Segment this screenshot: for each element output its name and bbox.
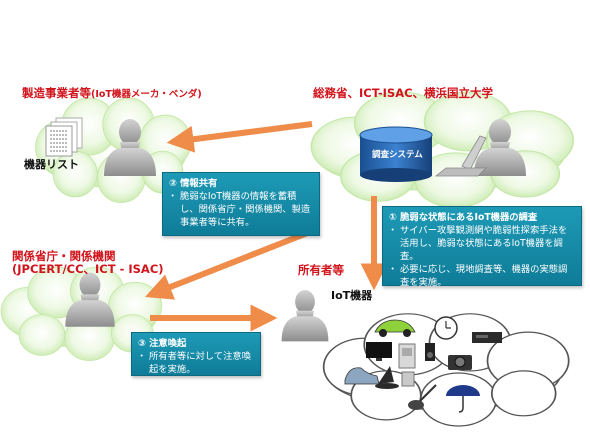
document-stack-icon [45,117,83,157]
step-2-heading: ② 情報共有 [169,178,218,189]
kettle-icon [401,371,415,387]
manufacturers-title: 製造事業者等(IoT機器メーカ・ベンダ) [22,87,202,101]
investigators-cloud [310,91,575,209]
arrow-investigators-to-manufacturers [166,121,313,153]
agencies-title-line2: (JPCERT/CC、ICT - ISAC) [12,262,164,276]
step-2-bullet-1: 脆弱なIoT機器の情報を蓄積し、関係省庁・関係機関、製造事業者等に共有。 [168,190,313,229]
step-2-bullets: 脆弱なIoT機器の情報を蓄積し、関係省庁・関係機関、製造事業者等に共有。 [168,190,313,229]
manufacturers-title-main: 製造事業者等 [22,86,91,100]
hat-icon [375,366,399,389]
iot-devices-label: IoT機器 [331,289,373,302]
sneaker-icon [344,367,380,385]
camera-icon [448,355,472,370]
agencies-title-line1: 関係省庁・関係機関 [12,249,116,263]
database-icon [359,126,433,182]
step-3-callout: ③ 注意喚起 所有者等に対して注意喚起を実施。 [131,332,261,376]
step-1-bullets: サイバー攻撃観測網や脆弱性探索手法を活用し、脆弱な状態にあるIoT機器を調査。 … [388,224,575,289]
clock-icon [434,316,458,340]
investigators-title: 総務省、ICT-ISAC、横浜国立大学 [313,86,494,100]
owners-title: 所有者等 [298,263,344,277]
step-1-callout: ① 脆弱な状態にあるIoT機器の調査 サイバー攻撃観測網や脆弱性探索手法を活用し… [382,206,582,289]
car-icon [374,319,416,337]
umbrella-icon [446,385,480,413]
appliance-icon [398,343,416,369]
step-1-bullet-1: サイバー攻撃観測網や脆弱性探索手法を活用し、脆弱な状態にあるIoT機器を調査。 [388,224,575,263]
step-3-bullets: 所有者等に対して注意喚起を実施。 [137,350,254,376]
survey-system-label: 調査システム [372,150,423,160]
guitar-icon [408,384,437,410]
owner-person-icon [281,290,329,342]
step-3-heading: ③ 注意喚起 [138,338,187,349]
arrow-investigators-to-agencies [144,227,317,300]
device-list-label: 機器リスト [24,158,79,171]
step-2-callout: ② 情報共有 脆弱なIoT機器の情報を蓄積し、関係省庁・関係機関、製造事業者等に… [162,172,320,236]
agencies-title: 関係省庁・関係機関 (JPCERT/CC、ICT - ISAC) [12,250,164,276]
tv-icon [366,342,392,361]
step-1-heading: ① 脆弱な状態にあるIoT機器の調査 [389,212,538,223]
manufacturers-title-sub: (IoT機器メーカ・ベンダ) [91,89,202,100]
step-1-bullet-2: 必要に応じ、現地調査等、機器の実態調査を実施。 [388,263,575,289]
speaker-icon [425,343,435,361]
laptop-icon [434,135,487,177]
dvr-icon [472,332,502,343]
step-3-bullet-1: 所有者等に対して注意喚起を実施。 [137,350,254,376]
